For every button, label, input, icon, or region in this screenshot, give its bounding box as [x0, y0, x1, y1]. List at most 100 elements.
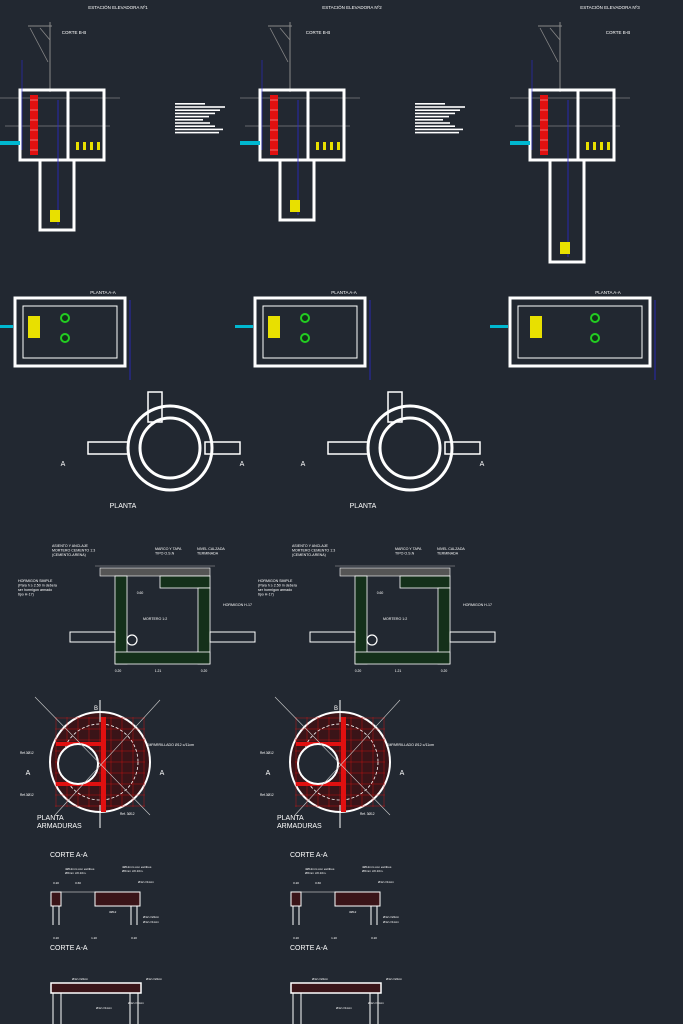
dim-wall: 0.20: [115, 669, 122, 673]
rebar-note: Ø12 c/11cm: [143, 920, 159, 924]
rebar-note: 4Ø12mm con estribos: [122, 865, 152, 869]
valve-icon: [97, 142, 100, 150]
station-title: ESTACIÓN ELEVADORA Nº2: [322, 4, 382, 10]
ladder: [270, 95, 278, 155]
plan-inner: [22, 305, 118, 359]
plan-a-a: [235, 296, 371, 380]
dim: 1.20: [331, 936, 337, 940]
rebar-note: Ø12 c/22cm: [312, 977, 329, 981]
valve-icon: [337, 142, 340, 150]
rebar-note: Ø6mm c/0.10m.: [122, 869, 144, 873]
hormigon-simple-note: ser hormigon armado: [18, 588, 52, 592]
station-structure: [510, 60, 616, 264]
inlet-pipe: [490, 325, 508, 328]
nivel-note: TERMINADA: [197, 552, 219, 556]
rebar-note: Ø6mm c/0.10m.: [305, 871, 327, 875]
rebar-note: 3Ø12: [109, 910, 117, 914]
note-bar: [175, 125, 215, 127]
dim: 0.20: [131, 936, 137, 940]
marco-note: MARCO Y TAPA: [395, 547, 422, 551]
pipe-left: [327, 441, 369, 455]
diagonal: [34, 696, 151, 816]
note-bar: [415, 109, 460, 111]
inlet-pipe: [0, 141, 20, 145]
mortero-note: MORTERO 1:2: [143, 617, 167, 621]
note-bar: [415, 125, 455, 127]
hormigon-simple-note: HORMIGON SIMPLE: [18, 579, 53, 583]
dim-wall: 0.20: [201, 669, 208, 673]
rebar-note: Ø12 c/11cm: [96, 1006, 112, 1010]
valve-icon: [600, 142, 603, 150]
note-bar: [175, 122, 210, 124]
note-bar: [175, 106, 225, 108]
ladder: [540, 95, 548, 155]
inner-ring: [138, 416, 202, 480]
asiento-note: MORTERO CEMENTO 1:3: [292, 549, 335, 553]
hormigon-simple-note: (Para h ≥ 2.50 m debera: [258, 584, 297, 588]
asiento-note: (CEMENTO-ARENA): [52, 553, 86, 557]
pump-icon: [50, 210, 60, 222]
section-label: CORTE B-B: [606, 30, 630, 35]
station-title: ESTACIÓN ELEVADORA Nº3: [580, 4, 640, 10]
valve-icon: [323, 142, 326, 150]
inlet-pipe: [147, 391, 163, 423]
hormigon-simple-note: HORMIGON SIMPLE: [258, 579, 293, 583]
cut-mark-left: A: [301, 461, 306, 468]
pump-icon: [300, 333, 310, 343]
asiento-note: (CEMENTO-ARENA): [292, 553, 326, 557]
hormigon-simple-note: tipo H-17): [258, 593, 274, 597]
note-bar: [415, 115, 449, 118]
valve-icon: [330, 142, 333, 150]
hormigon-h17-note: HORMIGON H-17: [223, 603, 252, 607]
dim-inner: 0.60: [377, 591, 384, 595]
plan-outline: [253, 296, 367, 368]
nivel-note: TERMINADA: [437, 552, 459, 556]
line: [29, 27, 49, 63]
pipe-out: [449, 631, 496, 643]
pump-icon: [300, 313, 310, 323]
line: [39, 27, 51, 41]
wet-well: [548, 158, 586, 264]
rebar-note: Ø12 c/11cm: [128, 1001, 144, 1005]
station-structure: [0, 60, 106, 232]
beam-right: [94, 891, 141, 907]
mesh-note: EMPARRILLADO Ø12 c/11cm: [146, 743, 194, 747]
armaduras-title: ARMADURAS: [37, 823, 82, 830]
line: [539, 27, 559, 63]
valve-icon: [316, 142, 319, 150]
beam-left: [290, 891, 302, 907]
slab: [399, 575, 451, 589]
pipe-out: [209, 631, 256, 643]
rebar-note: Ø12 c/11cm: [336, 1006, 352, 1010]
note-bar: [175, 103, 205, 105]
armaduras-title: PLANTA: [277, 815, 304, 822]
cut-a-right: A: [400, 770, 405, 777]
line: [279, 27, 291, 41]
note-bar: [415, 106, 465, 108]
hormigon-simple-note: tipo H-17): [18, 593, 34, 597]
note-bar: [415, 103, 445, 105]
note-bar: [175, 115, 209, 118]
cut-a-left: A: [266, 770, 271, 777]
rebar-note: Ø12 c/22cm: [146, 977, 163, 981]
inlet-pipe: [240, 141, 260, 145]
rebar-note: 3Ø12: [349, 910, 357, 914]
valve-icon: [76, 142, 79, 150]
dim-wall: 0.20: [441, 669, 448, 673]
pump-icon: [290, 200, 300, 212]
note-bar: [415, 112, 455, 115]
ref-note: Ref. 3Ø12: [120, 812, 135, 816]
cut-a-right: A: [160, 770, 165, 777]
pipe-in: [309, 631, 356, 643]
corte-title: CORTE A-A: [290, 852, 328, 859]
rebar-note: Ø6mm c/0.10m.: [362, 869, 384, 873]
